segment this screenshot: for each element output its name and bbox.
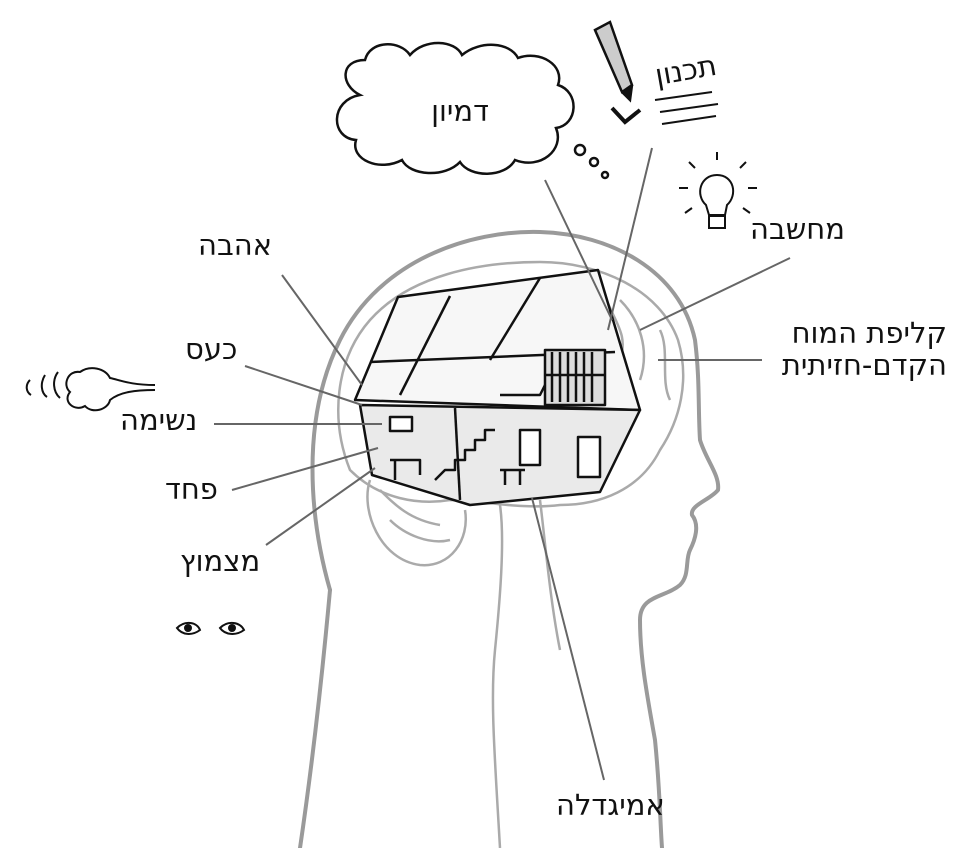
- brain: [337, 260, 685, 848]
- breath-puff-icon: [25, 367, 156, 412]
- thought-cloud: [335, 41, 610, 180]
- label-thought: מחשבה: [750, 212, 845, 246]
- house: [353, 268, 642, 507]
- leader-lines: [214, 147, 791, 781]
- planning-lines: [654, 91, 719, 125]
- label-prefrontal-line2: הקדם-חזיתית: [781, 347, 947, 382]
- label-amygdala: אמיגדלה: [556, 788, 665, 822]
- head-outline: [298, 229, 721, 848]
- cerebellum: [366, 479, 468, 567]
- picture-frame: [388, 415, 414, 433]
- fridge: [576, 435, 602, 479]
- label-prefrontal-line1: קליפת המוח: [791, 316, 947, 350]
- label-breathing: נשימה: [120, 403, 198, 437]
- label-love: אהבה: [198, 228, 273, 262]
- label-fear: פחד: [165, 472, 218, 506]
- label-prefrontal-cortex: קליפת המוח הקדם-חזיתית: [762, 316, 947, 382]
- lightbulb-icon: [679, 152, 757, 229]
- pencil-icon: [593, 20, 642, 125]
- label-anger: כעס: [185, 332, 238, 366]
- checkmark-icon: [610, 106, 642, 125]
- blinking-eyes-icon: [175, 622, 246, 635]
- house-walls: [358, 403, 642, 507]
- label-imagination: דמיון: [431, 94, 489, 128]
- door: [518, 428, 542, 467]
- label-blinking: מצמוץ: [180, 544, 261, 578]
